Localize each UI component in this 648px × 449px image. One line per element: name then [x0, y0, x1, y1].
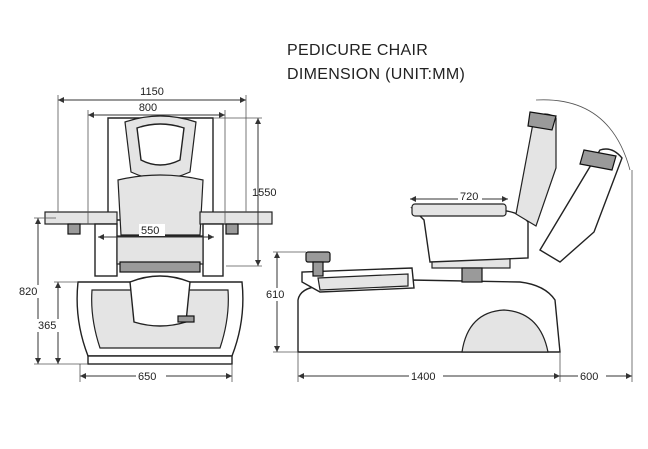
front-right-side: [202, 223, 224, 277]
side-basin-water: [317, 273, 409, 291]
diagram-title: PEDICURE CHAIR: [287, 42, 429, 59]
front-headrest-inner: [136, 123, 185, 166]
side-backrest-reclined: [539, 148, 623, 263]
dim-side-basin-height: 610: [266, 289, 284, 301]
dim-front-base-width: 650: [138, 371, 156, 383]
side-headrest-reclined: [579, 149, 617, 171]
side-base-arch: [461, 309, 549, 353]
dim-front-armrest-height: 820: [19, 286, 37, 298]
front-left-side: [94, 223, 118, 277]
dim-front-total-height: 1550: [252, 187, 276, 199]
dim-side-seat-depth: 720: [460, 191, 478, 203]
side-view: 720 610 1400 600: [264, 99, 633, 383]
dim-front-back-width: 800: [139, 102, 157, 114]
front-right-arm-knob: [225, 223, 239, 235]
dim-side-recline-extension: 600: [580, 371, 598, 383]
dim-front-basin-height: 365: [38, 320, 56, 332]
dim-front-seat-width: 550: [141, 225, 159, 237]
side-recline-arc: [535, 99, 631, 171]
diagram-subtitle: DIMENSION (UNIT:MM): [287, 66, 466, 83]
side-armrest: [411, 203, 507, 217]
front-seat-edge: [119, 261, 201, 273]
side-backrest-upright: [515, 113, 557, 227]
front-view: 1150 800 1550 550 820 365: [18, 85, 276, 383]
front-seatback: [117, 174, 204, 236]
side-seat-post: [461, 267, 483, 283]
dim-side-base-length: 1400: [411, 371, 435, 383]
front-right-armrest: [199, 211, 273, 225]
front-left-arm-knob: [67, 223, 81, 235]
front-seat: [116, 235, 204, 265]
front-base-plinth: [87, 355, 233, 365]
dim-front-total-width: 1150: [140, 86, 164, 98]
side-faucet-head: [305, 251, 331, 263]
side-headrest-upright: [527, 111, 557, 131]
front-control-panel: [177, 315, 195, 323]
side-faucet-stem: [312, 261, 324, 277]
